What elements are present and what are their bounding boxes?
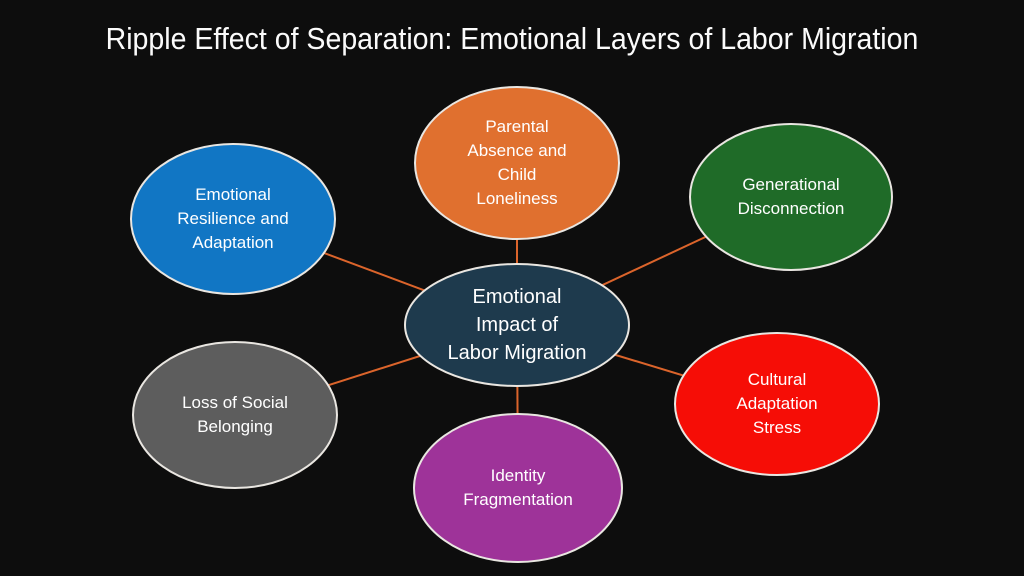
node-label-parental-absence: Parental Absence and Child Loneliness bbox=[467, 117, 567, 208]
node-ellipse-center-emotional-impact bbox=[404, 263, 630, 387]
node-ellipse-loss-of-social-belonging bbox=[132, 341, 338, 489]
node-label-cultural-adaptation-stress: Cultural Adaptation Stress bbox=[736, 370, 818, 437]
node-shapes bbox=[130, 86, 893, 563]
node-ellipse-identity-fragmentation bbox=[413, 413, 623, 563]
node-ellipse-generational-disconnection bbox=[689, 123, 893, 271]
node-label-emotional-resilience: Emotional Resilience and Adaptation bbox=[177, 185, 289, 252]
node-ellipse-cultural-adaptation-stress bbox=[674, 332, 880, 476]
node-label-generational-disconnection: Generational Disconnection bbox=[737, 175, 845, 218]
node-label-center-emotional-impact: Emotional Impact of Labor Migration bbox=[447, 286, 587, 364]
node-label-identity-fragmentation: Identity Fragmentation bbox=[463, 466, 573, 509]
node-ellipse-parental-absence bbox=[414, 86, 620, 240]
slide-title: Ripple Effect of Separation: Emotional L… bbox=[105, 21, 919, 56]
node-ellipse-emotional-resilience bbox=[130, 143, 336, 295]
node-label-loss-of-social-belonging: Loss of Social Belonging bbox=[182, 393, 288, 436]
